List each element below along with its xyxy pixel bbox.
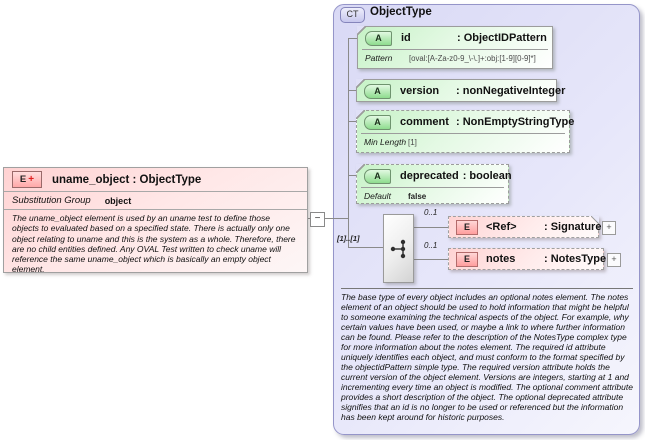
element-icon: E (456, 251, 478, 267)
uname-object-header: E+ uname_object : ObjectType (4, 168, 307, 192)
global-element-icon: E+ (12, 171, 42, 188)
facet-value-pattern: [oval:[A-Za-z0-9_\-\.]+:obj:[1-9][0-9]*] (409, 54, 536, 63)
element-badge-plus-icon: + (28, 174, 35, 185)
attribute-version-type: : nonNegativeInteger (456, 85, 566, 97)
documentation-separator (341, 288, 633, 289)
element-notes-type: : NotesType (544, 253, 607, 265)
sequence-compositor-box[interactable] (383, 214, 414, 283)
objecttype-description: The base type of every object includes a… (341, 292, 633, 422)
connector-stub-version (348, 90, 357, 91)
attribute-deprecated-name: deprecated (400, 170, 459, 182)
objecttype-title: ObjectType (370, 6, 432, 18)
attribute-version-header: A version : nonNegativeInteger (357, 80, 565, 102)
attribute-id-facet-row: Pattern [oval:[A-Za-z0-9_\-\.]+:obj:[1-9… (362, 49, 548, 63)
element-ref-name: <Ref> (486, 221, 517, 233)
element-box-ref[interactable]: E <Ref> : Signature (448, 216, 602, 238)
attribute-box-id[interactable]: A id : ObjectIDPattern Pattern [oval:[A-… (357, 26, 553, 69)
attribute-box-deprecated[interactable]: A deprecated : boolean Default false (356, 164, 512, 204)
facet-label-min-length: Min Length (364, 137, 407, 147)
connector-stub-id (348, 38, 358, 39)
element-ref-header: E <Ref> : Signature (449, 217, 602, 237)
connector-stub-sequence (348, 247, 384, 248)
element-badge-letter: E (19, 174, 27, 185)
sequence-cardinality-label: [1]..[1] (337, 234, 360, 243)
attribute-icon: A (364, 168, 391, 184)
substitution-group-label: Substitution Group (12, 195, 91, 206)
element-notes-header: E notes : NotesType (449, 249, 607, 269)
facet-value-default: false (408, 192, 427, 201)
attribute-comment-type: : NonEmptyStringType (456, 116, 575, 128)
element-box-notes[interactable]: E notes : NotesType (448, 248, 607, 270)
connector-stub-deprecated (348, 175, 357, 176)
attribute-box-version[interactable]: A version : nonNegativeInteger (356, 79, 565, 102)
collapse-button[interactable]: − (310, 212, 325, 227)
attribute-icon: A (364, 83, 391, 99)
uname-object-description: The uname_object element is used by an u… (12, 213, 296, 275)
element-ref-type: : Signature (544, 221, 602, 233)
sequence-icon (390, 239, 405, 258)
connector-branch-notes (414, 259, 448, 260)
complex-type-icon: CT (340, 7, 365, 23)
attribute-deprecated-type: : boolean (462, 170, 512, 182)
expand-button-ref[interactable]: + (602, 221, 616, 235)
uname-object-element-box[interactable]: E+ uname_object : ObjectType Substitutio… (3, 167, 308, 275)
substitution-group-row: Substitution Group object (4, 192, 307, 210)
attribute-deprecated-facet-row: Default false (361, 187, 504, 201)
attribute-comment-name: comment (400, 116, 449, 128)
facet-value-min-length: [1] (408, 138, 417, 147)
element-icon: E (456, 219, 478, 235)
attribute-id-type: : ObjectIDPattern (457, 32, 547, 44)
attribute-comment-header: A comment : NonEmptyStringType (357, 111, 574, 133)
connector-branch-ref (414, 227, 448, 228)
connector-stub-comment (348, 121, 357, 122)
attribute-box-comment[interactable]: A comment : NonEmptyStringType Min Lengt… (356, 110, 574, 153)
notes-occurrence-label: 0..1 (424, 241, 438, 250)
connector-line-element-to-type (306, 218, 348, 219)
attribute-version-name: version (400, 85, 440, 97)
element-notes-name: notes (486, 253, 516, 265)
expand-button-notes[interactable]: + (607, 253, 621, 267)
facet-label-pattern: Pattern (365, 53, 393, 63)
attribute-icon: A (364, 114, 391, 130)
attribute-deprecated-header: A deprecated : boolean (357, 165, 512, 187)
ref-occurrence-label: 0..1 (424, 208, 438, 217)
connector-trunk-line (348, 38, 349, 248)
facet-label-default: Default (364, 191, 391, 201)
attribute-comment-facet-row: Min Length [1] (361, 133, 565, 147)
attribute-icon: A (365, 30, 392, 46)
attribute-id-name: id (401, 32, 411, 44)
uname-object-title: uname_object : ObjectType (52, 173, 202, 186)
substitution-group-value[interactable]: object (104, 195, 132, 206)
attribute-id-header: A id : ObjectIDPattern (358, 27, 552, 49)
